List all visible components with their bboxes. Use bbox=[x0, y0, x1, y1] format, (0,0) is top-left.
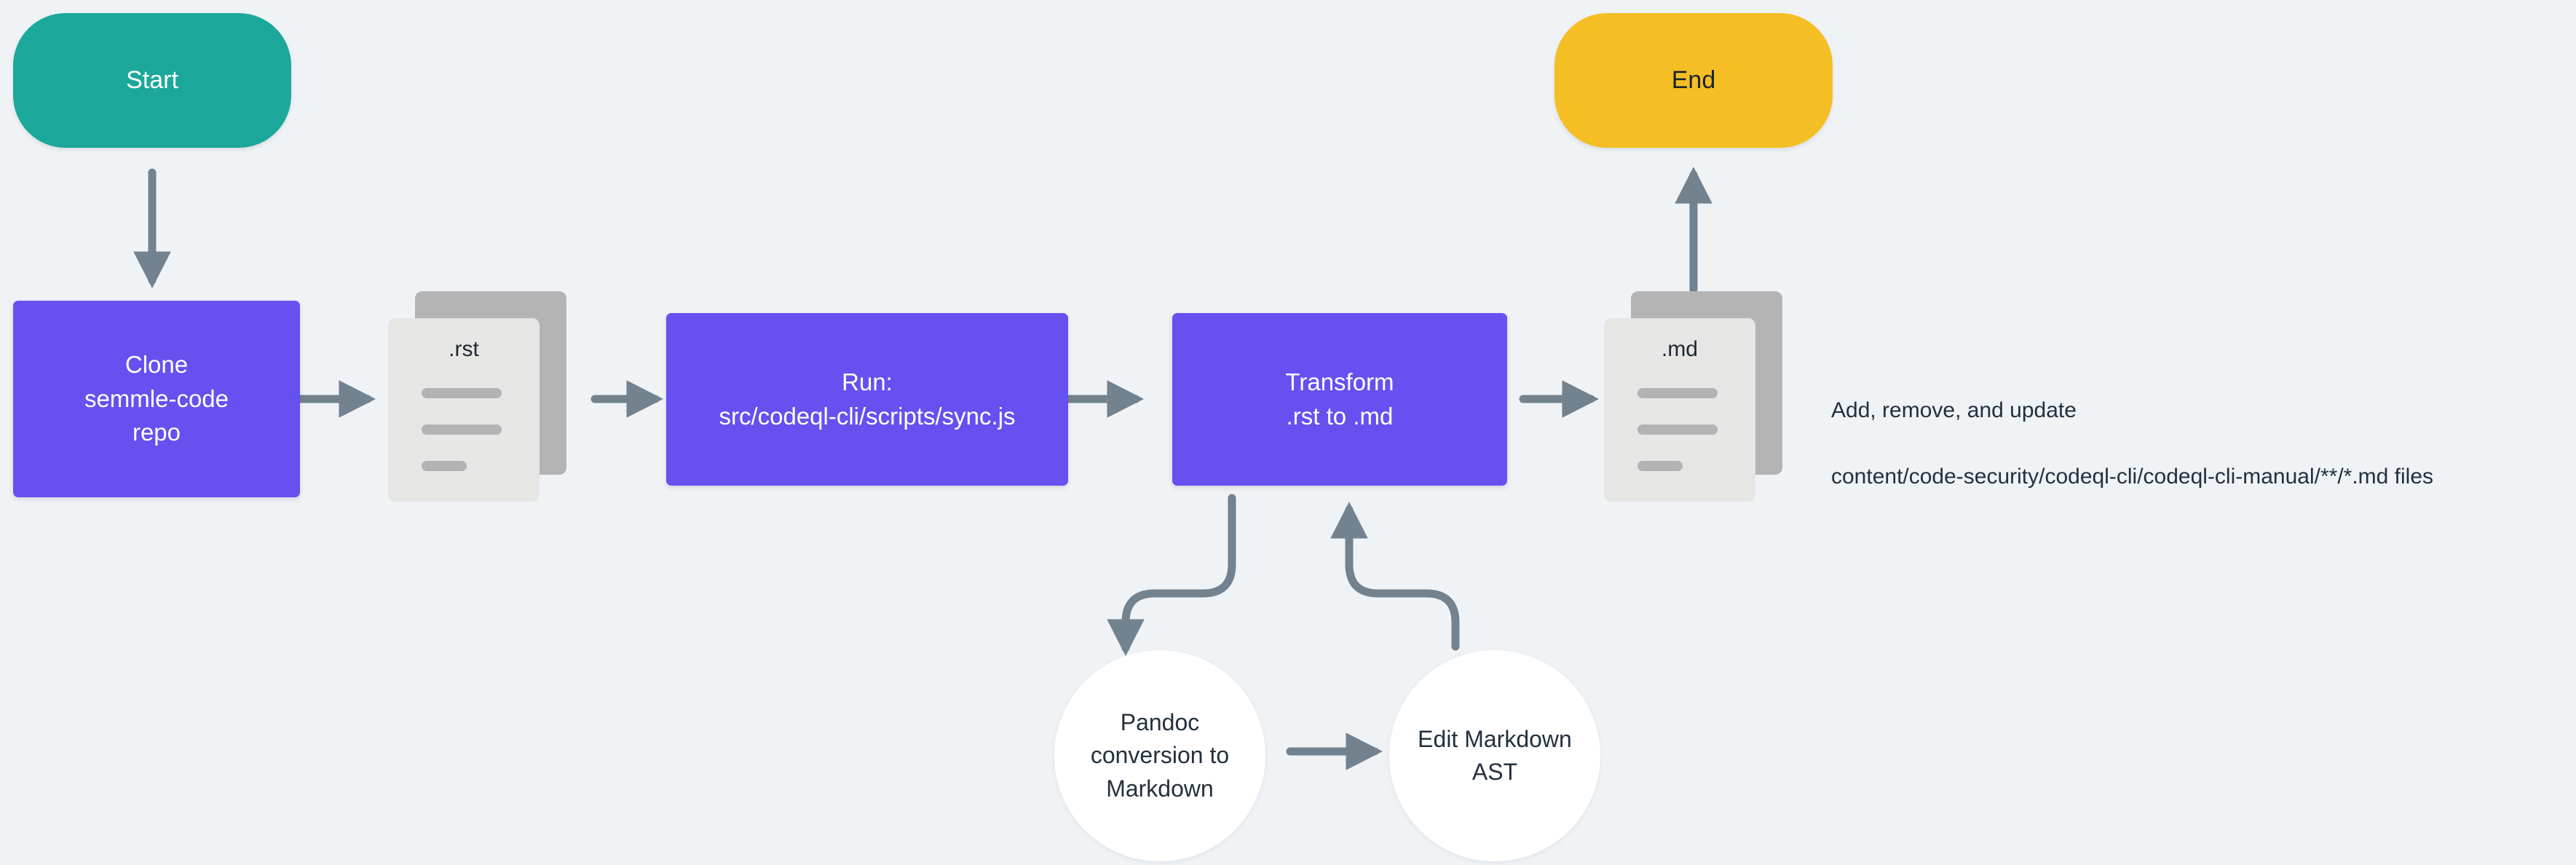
node-transform[interactable]: Transform .rst to .md bbox=[1172, 313, 1507, 486]
node-pandoc-line2: conversion to bbox=[1090, 742, 1230, 769]
node-md-document-stack[interactable]: .md bbox=[1604, 291, 1786, 502]
node-edit-ast-line1: Edit Markdown bbox=[1418, 725, 1572, 752]
node-pandoc-line1: Pandoc bbox=[1120, 708, 1200, 735]
node-clone[interactable]: Clone semmle-code repo bbox=[13, 301, 300, 497]
annotation-md-files: Add, remove, and update content/code-sec… bbox=[1831, 360, 2567, 526]
node-end[interactable]: End bbox=[1554, 13, 1833, 148]
edge-edit-ast-to-transform bbox=[1330, 501, 1460, 651]
node-clone-line1: Clone bbox=[125, 350, 189, 378]
annotation-line1: Add, remove, and update bbox=[1831, 398, 2077, 422]
document-front-sheet: .rst bbox=[388, 318, 540, 502]
document-text-line bbox=[1637, 461, 1683, 471]
node-rst-label: .rst bbox=[449, 337, 479, 361]
node-edit-ast-line2: AST bbox=[1471, 759, 1518, 785]
node-transform-line2: .rst to .md bbox=[1286, 402, 1394, 430]
document-text-line bbox=[1637, 424, 1718, 435]
node-start-label: Start bbox=[126, 66, 178, 95]
node-clone-line3: repo bbox=[132, 419, 181, 446]
document-text-line bbox=[422, 461, 467, 471]
document-text-line bbox=[422, 424, 502, 435]
node-clone-line2: semmle-code bbox=[84, 384, 229, 412]
node-transform-line1: Transform bbox=[1285, 368, 1394, 395]
document-text-line bbox=[1637, 388, 1718, 398]
document-text-line bbox=[422, 388, 502, 398]
node-run-line2: src/codeql-cli/scripts/sync.js bbox=[719, 402, 1016, 430]
edge-transform-to-pandoc bbox=[1107, 494, 1236, 657]
node-edit-markdown-ast[interactable]: Edit Markdown AST bbox=[1389, 650, 1600, 861]
node-start[interactable]: Start bbox=[13, 13, 291, 148]
node-pandoc-line3: Markdown bbox=[1106, 775, 1214, 802]
node-run[interactable]: Run: src/codeql-cli/scripts/sync.js bbox=[666, 313, 1068, 486]
node-end-label: End bbox=[1671, 66, 1716, 95]
node-pandoc-conversion[interactable]: Pandoc conversion to Markdown bbox=[1054, 650, 1265, 861]
document-front-sheet: .md bbox=[1604, 318, 1755, 502]
annotation-line2: content/code-security/codeql-cli/codeql-… bbox=[1831, 464, 2434, 489]
node-rst-document-stack[interactable]: .rst bbox=[388, 291, 570, 502]
node-md-label: .md bbox=[1661, 337, 1698, 361]
node-run-line1: Run: bbox=[842, 368, 893, 395]
